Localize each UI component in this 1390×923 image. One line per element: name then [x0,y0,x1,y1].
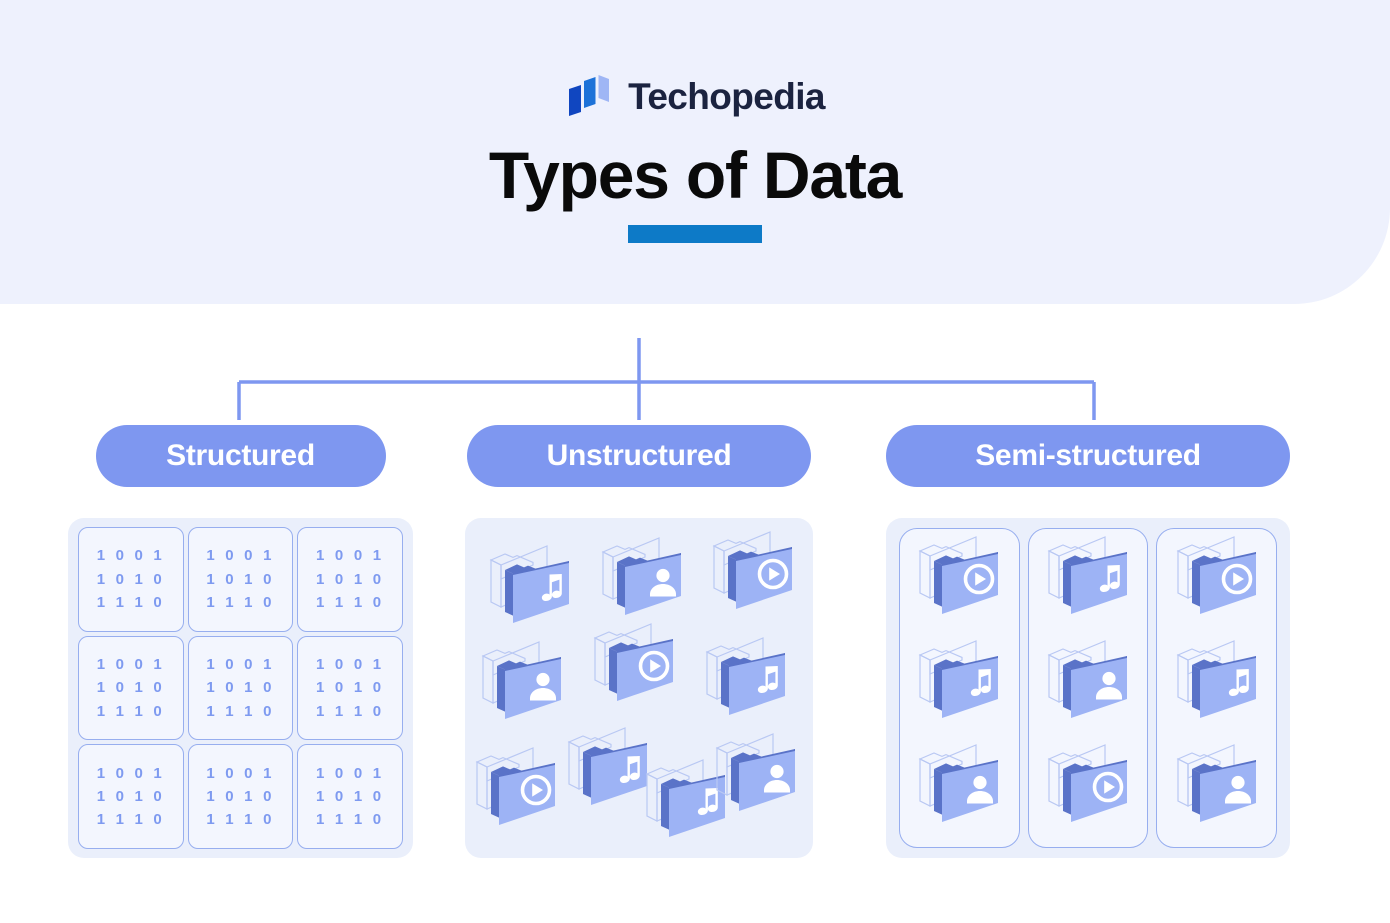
folder-music-note [916,639,1002,725]
folder-person [1174,743,1260,829]
folder-person [916,743,1002,829]
folder-play-circle [710,530,796,616]
play-circle-icon [918,536,999,614]
folder-music-note [487,544,573,630]
binary-cell: 1 0 0 1 1 0 1 0 1 1 1 0 [297,744,403,849]
structured-panel: 1 0 0 1 1 0 1 0 1 1 1 0 1 0 0 1 1 0 1 0 1 1 1… [68,518,413,858]
category-label-structured[interactable]: Structured [95,425,386,487]
folder-music-note [643,758,729,844]
binary-row: 1 0 1 0 [316,679,385,697]
category-semi-structured: Semi-structured [886,425,1290,858]
tree-connectors [0,304,1390,434]
binary-row: 1 0 0 1 [316,656,385,674]
category-unstructured: Unstructured [465,425,813,858]
binary-cell: 1 0 0 1 1 0 1 0 1 1 1 0 [187,744,294,849]
brand-lockup: Techopedia [0,72,1390,120]
binary-row: 1 1 1 0 [206,702,275,720]
music-note-icon [645,759,725,837]
binary-grid: 1 0 0 1 1 0 1 0 1 1 1 0 1 0 0 1 1 0 1 0 1 1 1… [78,527,403,849]
person-icon [481,641,561,719]
binary-row: 1 0 0 1 [96,764,165,782]
folder-music-note [1045,535,1131,621]
binary-cell: 1 0 0 1 1 0 1 0 1 1 1 0 [78,635,184,741]
play-circle-icon [593,623,673,701]
music-note-icon [567,727,647,805]
binary-row: 1 1 1 0 [316,702,385,720]
binary-row: 1 0 1 0 [206,570,275,588]
binary-row: 1 0 0 1 [206,547,275,565]
binary-row: 1 1 1 0 [96,811,165,829]
binary-row: 1 0 0 1 [96,656,165,674]
person-icon [1047,640,1127,718]
folder-music-note [1174,639,1260,725]
page-title: Types of Data [488,138,902,212]
semi-structured-group [899,528,1020,848]
binary-row: 1 1 1 0 [316,811,385,829]
music-note-icon [918,640,999,718]
binary-row: 1 0 0 1 [96,547,165,565]
binary-cell: 1 0 0 1 1 0 1 0 1 1 1 0 [297,635,403,741]
header-banner: Techopedia Types of Data [0,0,1390,304]
folder-music-note [703,636,789,722]
binary-cell: 1 0 0 1 1 0 1 0 1 1 1 0 [78,527,184,632]
category-label-semi-structured[interactable]: Semi-structured [886,425,1290,487]
music-note-icon [705,637,785,715]
binary-row: 1 0 0 1 [316,764,385,782]
binary-cell: 1 0 0 1 1 0 1 0 1 1 1 0 [297,527,403,632]
binary-row: 1 0 0 1 [316,547,385,565]
play-circle-icon [712,531,792,609]
folder-person [713,732,799,818]
music-note-icon [1047,536,1127,614]
person-icon [715,733,795,811]
binary-row: 1 0 0 1 [206,656,275,674]
music-note-icon [1176,640,1256,718]
play-circle-icon [1176,536,1256,614]
folder-music-note [565,726,651,812]
binary-row: 1 0 1 0 [96,788,165,805]
brand-name: Techopedia [628,75,825,117]
binary-cell: 1 0 0 1 1 0 1 0 1 1 1 0 [187,635,294,741]
category-label-unstructured[interactable]: Unstructured [467,425,811,487]
binary-row: 1 0 1 0 [96,679,165,697]
binary-row: 1 1 1 0 [96,593,165,611]
binary-row: 1 0 1 0 [316,570,385,588]
folder-play-circle [916,535,1002,621]
folder-play-circle [473,746,559,832]
play-circle-icon [1047,744,1127,822]
scattered-folder-cluster [465,518,813,858]
binary-row: 1 0 1 0 [206,679,275,697]
person-icon [918,744,999,822]
binary-row: 1 0 1 0 [316,788,385,805]
folder-person [1045,639,1131,725]
semi-structured-group [1156,528,1278,848]
binary-row: 1 1 1 0 [206,811,275,829]
binary-row: 1 1 1 0 [316,593,385,611]
folder-person [479,640,565,726]
music-note-icon [489,545,569,623]
folder-play-circle [1174,535,1260,621]
folder-play-circle [1045,743,1131,829]
play-circle-icon [475,747,555,825]
binary-cell: 1 0 0 1 1 0 1 0 1 1 1 0 [187,527,294,632]
binary-cell: 1 0 0 1 1 0 1 0 1 1 1 0 [78,744,184,849]
binary-row: 1 0 1 0 [96,570,165,588]
binary-row: 1 1 1 0 [96,702,165,720]
binary-row: 1 1 1 0 [206,593,275,611]
person-icon [601,537,681,615]
folder-person [599,536,685,622]
semi-structured-groups [899,528,1278,848]
semi-structured-group [1027,528,1149,848]
binary-row: 1 0 0 1 [206,764,275,782]
folder-play-circle [591,622,677,708]
binary-row: 1 0 1 0 [206,788,275,805]
person-icon [1176,744,1256,822]
unstructured-panel [465,518,813,858]
semi-structured-panel [886,518,1290,858]
techopedia-layers-logo-icon [565,72,611,120]
title-accent-rule [628,225,762,243]
